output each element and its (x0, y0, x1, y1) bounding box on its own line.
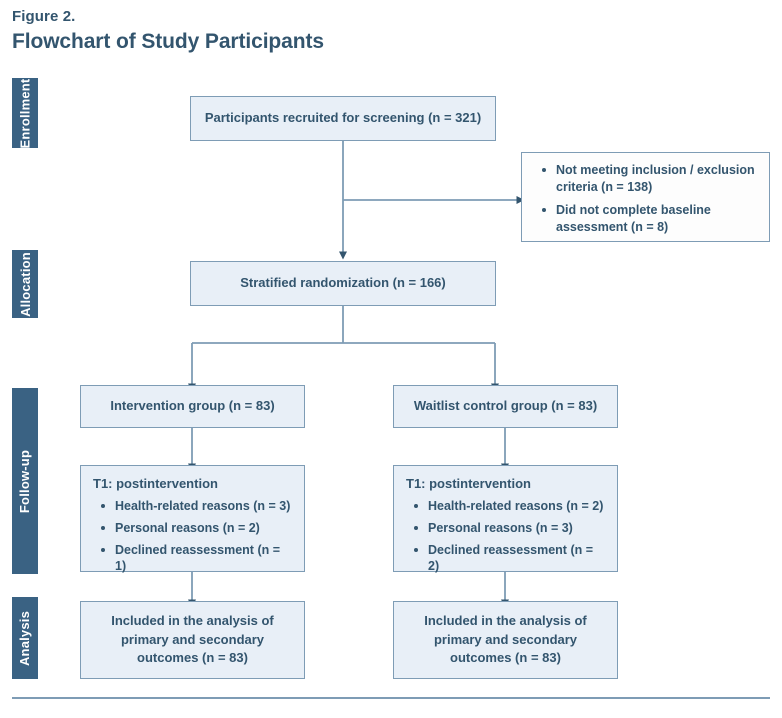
phase-label-enrollment: Enrollment (17, 78, 33, 148)
node-excluded: Not meeting inclusion / exclusion criter… (521, 152, 770, 242)
node-randomization: Stratified randomization (n = 166) (190, 261, 496, 306)
phase-bar-enrollment: Enrollment (12, 78, 38, 148)
node-followup-right: T1: postintervention Health-related reas… (393, 465, 618, 573)
list-item: Health-related reasons (n = 2) (412, 498, 607, 515)
figure-label: Figure 2. (12, 8, 76, 25)
list-item: Declined reassessment (n = 2) (412, 542, 607, 576)
phase-label-analysis: Analysis (17, 610, 33, 666)
list-item: Declined reassessment (n = 1) (99, 542, 294, 576)
followup-right-header: T1: postintervention (406, 476, 531, 491)
followup-left-header: T1: postintervention (93, 476, 218, 491)
phase-bar-follow-up: Follow-up (12, 388, 38, 574)
list-item: Did not complete baseline assessment (n … (540, 202, 759, 236)
excluded-bullet-list: Not meeting inclusion / exclusion criter… (534, 162, 759, 236)
bottom-divider (12, 697, 770, 699)
phase-label-follow-up: Follow-up (17, 449, 33, 513)
followup-left-bullet-list: Health-related reasons (n = 3) Personal … (93, 498, 294, 576)
phase-bar-allocation: Allocation (12, 250, 38, 318)
phase-label-allocation: Allocation (17, 251, 33, 317)
page-title: Flowchart of Study Participants (12, 30, 324, 53)
node-intervention-group: Intervention group (n = 83) (80, 385, 305, 428)
followup-right-bullet-list: Health-related reasons (n = 2) Personal … (406, 498, 607, 576)
list-item: Personal reasons (n = 2) (99, 520, 294, 537)
node-analysis-left: Included in the analysis of primary and … (80, 601, 305, 679)
list-item: Health-related reasons (n = 3) (99, 498, 294, 515)
node-waitlist-group: Waitlist control group (n = 83) (393, 385, 618, 428)
phase-bar-analysis: Analysis (12, 597, 38, 679)
node-followup-left: T1: postintervention Health-related reas… (80, 465, 305, 573)
node-analysis-right: Included in the analysis of primary and … (393, 601, 618, 679)
list-item: Not meeting inclusion / exclusion criter… (540, 162, 759, 196)
list-item: Personal reasons (n = 3) (412, 520, 607, 537)
node-recruited: Participants recruited for screening (n … (190, 96, 496, 141)
